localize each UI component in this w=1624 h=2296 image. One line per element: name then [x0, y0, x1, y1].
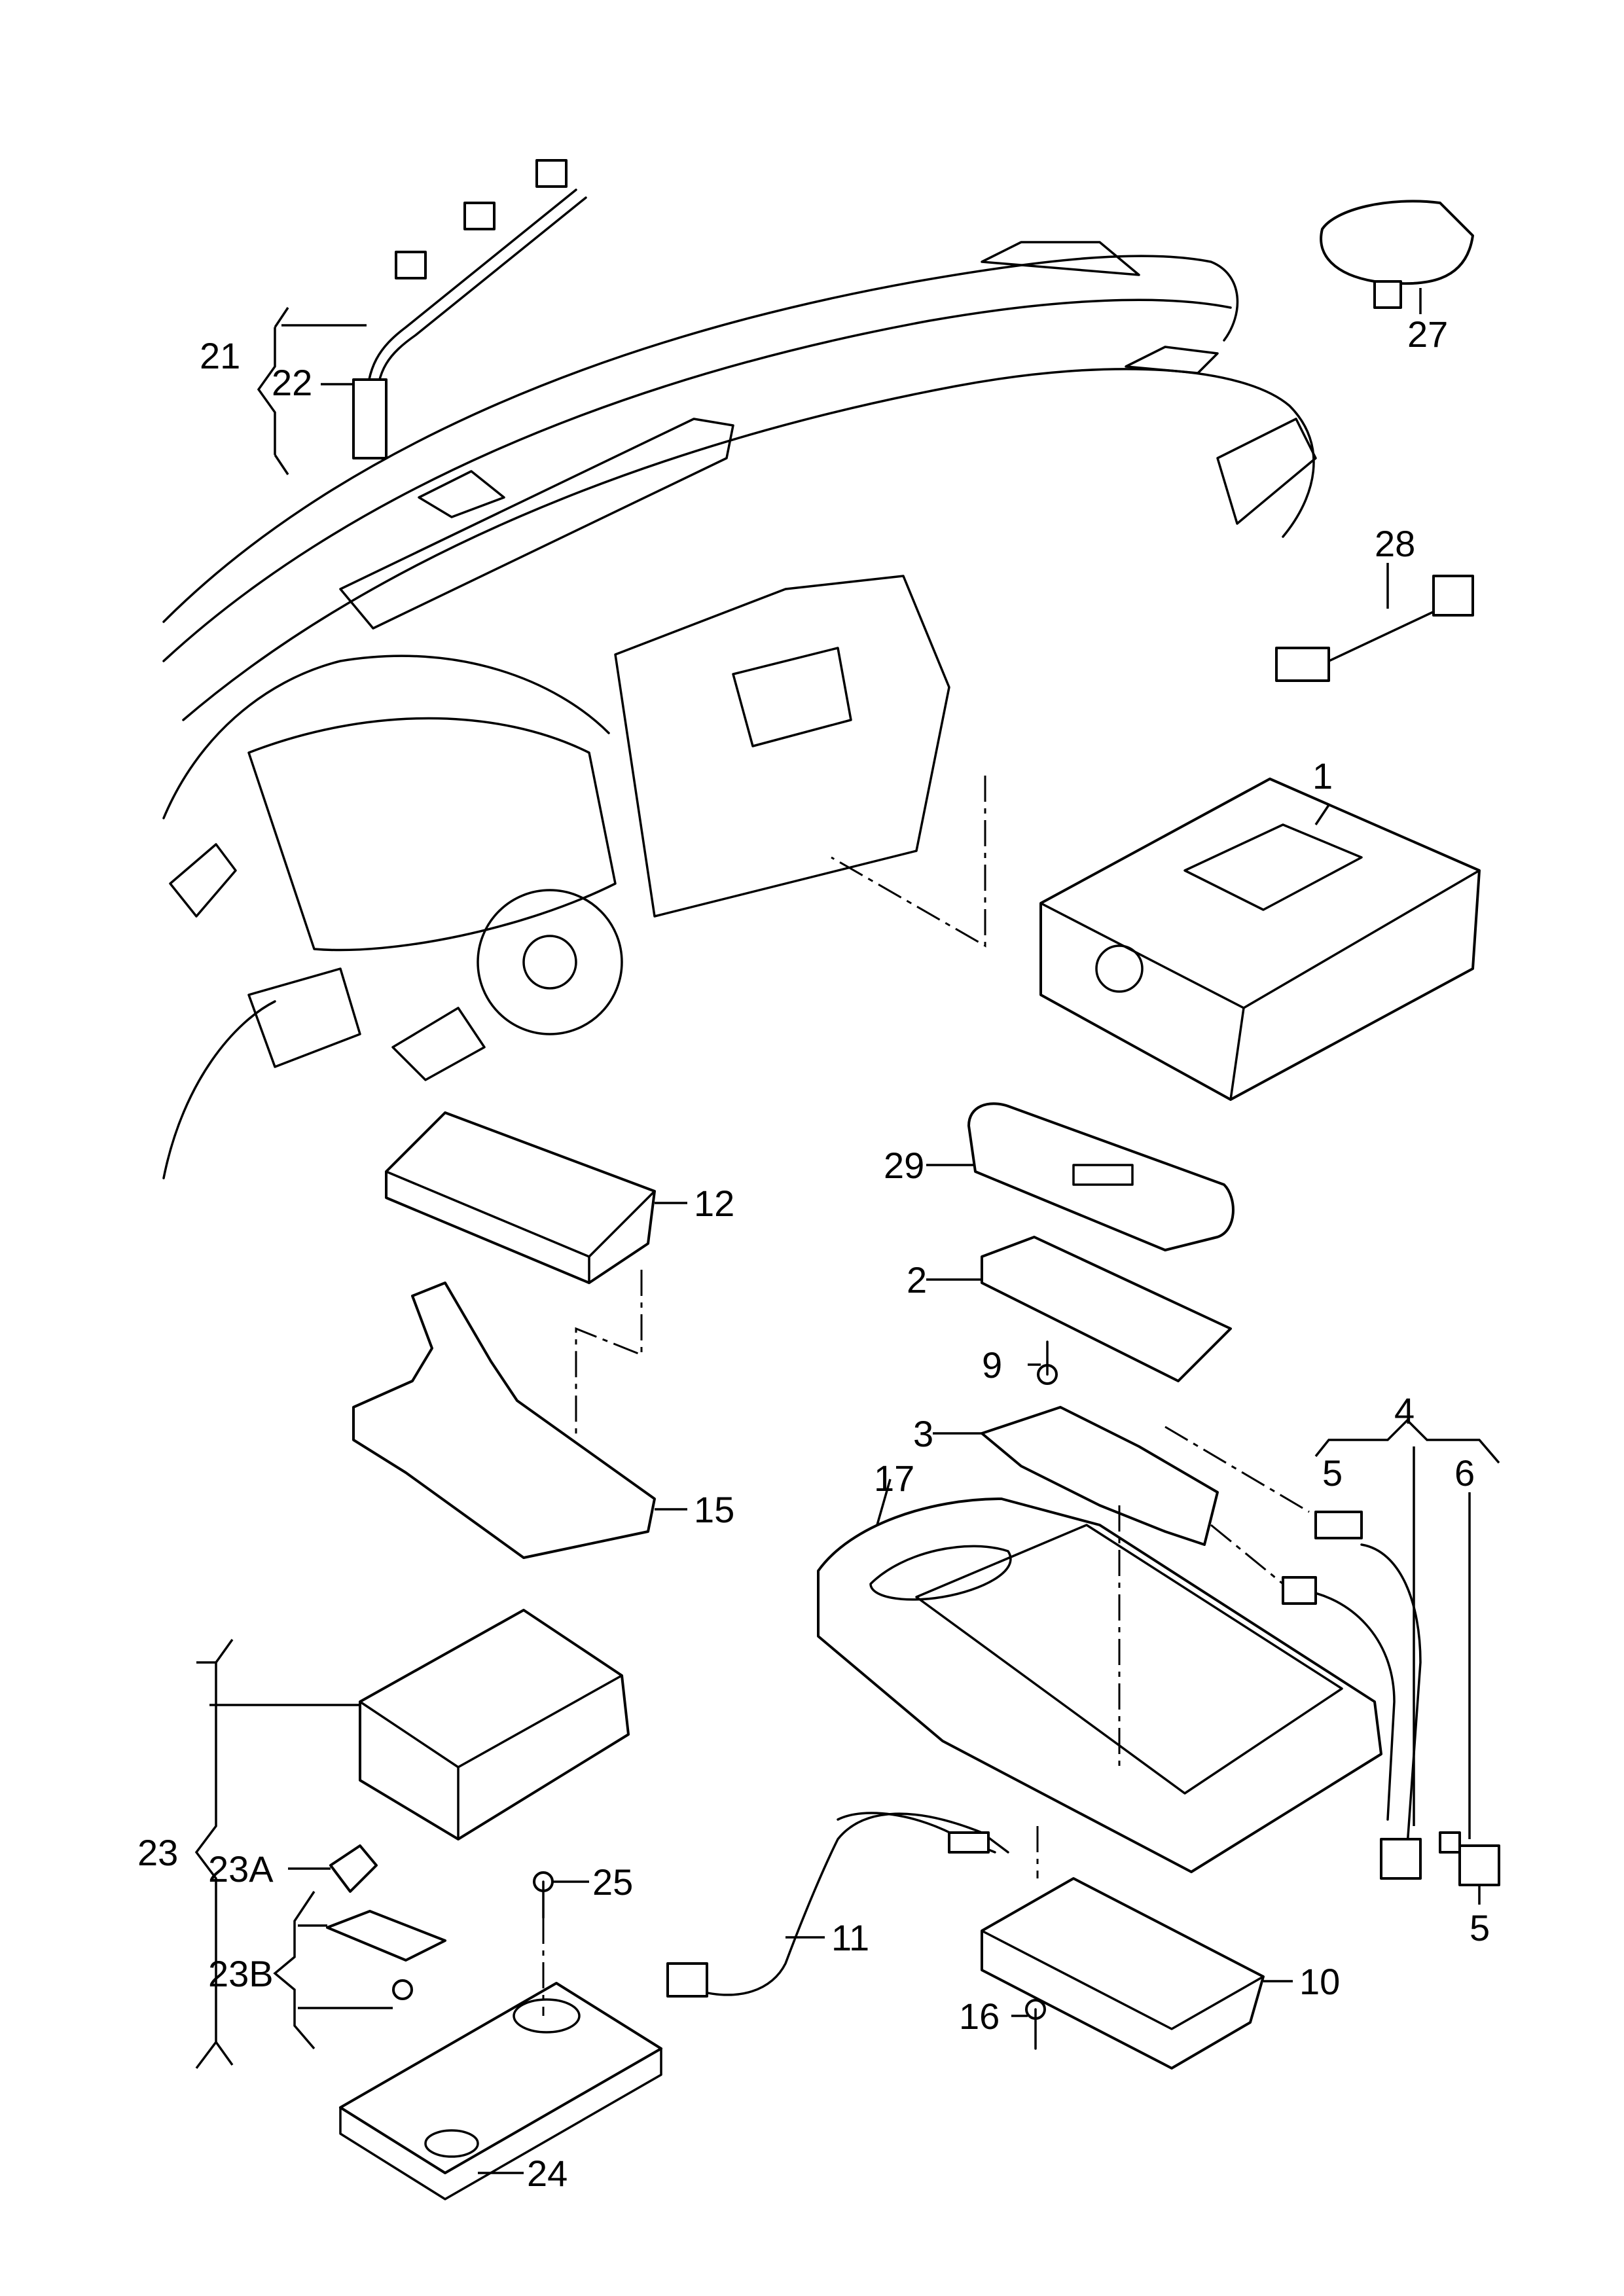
callout-4: 4 — [1394, 1390, 1415, 1431]
callout-5-bottom: 5 — [1470, 1907, 1490, 1948]
cable-11-drawing — [666, 1812, 1009, 1998]
board-drawing — [981, 1236, 1232, 1382]
leader-lines — [194, 288, 1500, 2174]
console-harness-drawing — [1282, 1511, 1500, 1886]
callout-15: 12 — [694, 1183, 734, 1224]
callout-27: 27 — [1407, 314, 1448, 355]
callout-6: 6 — [1454, 1452, 1475, 1494]
charging-tray-drawing — [967, 1102, 1235, 1251]
callout-22: 22 — [272, 362, 312, 403]
wiring-harness-drawing — [352, 159, 587, 459]
callout-11: 11 — [831, 1917, 869, 1958]
callout-1: 1 — [1312, 755, 1333, 797]
circuit-plate-drawing — [981, 1406, 1219, 1546]
callout-29: 29 — [884, 1145, 924, 1186]
callout-23a: 23A — [208, 1848, 274, 1890]
alignment-lines — [542, 776, 1310, 2016]
radio-unit-drawing — [1039, 778, 1481, 1101]
callout-12: 16 — [959, 1996, 1000, 2037]
callout-5-top: 5 — [1322, 1452, 1343, 1494]
callout-23: 23 — [137, 1832, 178, 1873]
callout-9: 9 — [982, 1344, 1002, 1386]
callout-10: 10 — [1299, 1961, 1340, 2002]
callout-25: 25 — [592, 1861, 633, 1903]
screw-9-drawing — [1037, 1340, 1058, 1385]
console-tray-drawing — [817, 1498, 1382, 1873]
unit-15-drawing — [385, 1111, 656, 1284]
screw-25-drawing — [533, 1871, 554, 1919]
callout-labels: 21 22 27 28 1 29 2 9 3 17 4 5 6 5 12 15 … — [137, 314, 1490, 2194]
callout-21: 21 — [200, 335, 240, 376]
bracket-16-drawing — [352, 1282, 656, 1559]
callout-16: 15 — [694, 1489, 734, 1530]
callout-24: 24 — [527, 2153, 568, 2194]
dashboard-drawing — [162, 241, 1317, 1179]
roof-antenna-drawing — [1320, 200, 1474, 309]
screw-12-drawing — [1025, 1999, 1046, 2050]
callout-17: 17 — [874, 1458, 914, 1499]
callout-23b: 23B — [208, 1953, 274, 1994]
callout-2: 2 — [907, 1259, 927, 1300]
module-10-drawing — [981, 1877, 1265, 2070]
module-23-drawing — [326, 1609, 630, 2000]
tray-24-drawing — [339, 1982, 662, 2200]
antenna-cable-drawing — [1275, 575, 1474, 682]
callout-3: 3 — [913, 1413, 933, 1454]
callout-28: 28 — [1375, 523, 1415, 564]
